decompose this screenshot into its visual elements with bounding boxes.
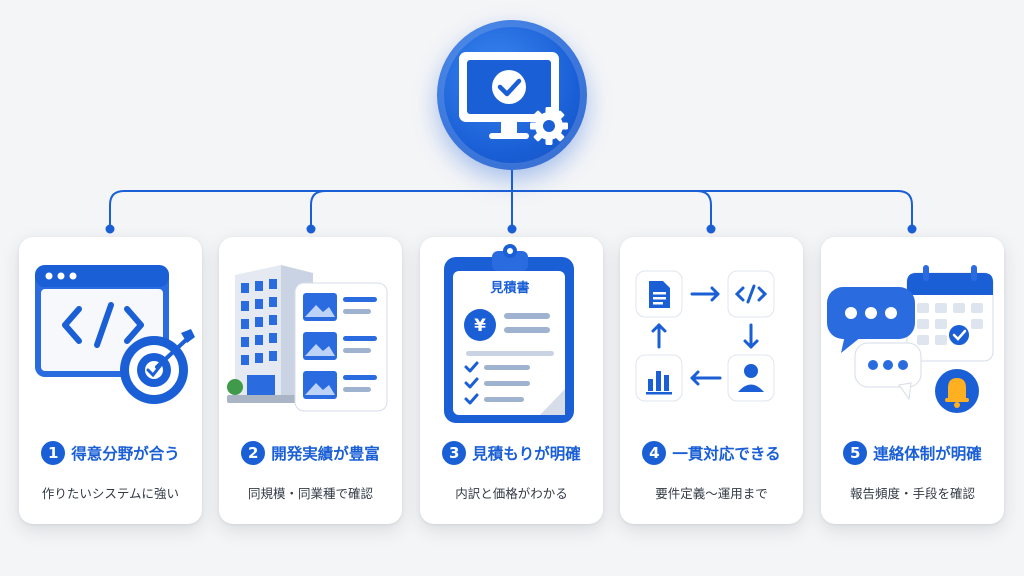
- card-title-row: 2 開発実績が豊富: [219, 437, 402, 469]
- card-title-row: 1 得意分野が合う: [19, 437, 202, 469]
- card-3: 見積書 ¥ 3 見積もりが明確 内訳と価格がわかる: [420, 237, 603, 524]
- card-title: 開発実績が豊富: [271, 445, 380, 463]
- card-title-row: 4 一貫対応できる: [620, 437, 803, 469]
- yen-symbol: ¥: [474, 316, 486, 336]
- card-title: 連絡体制が明確: [873, 445, 982, 463]
- card-description: 要件定義〜運用まで: [655, 486, 768, 501]
- monitor-check-gear-icon: [459, 52, 568, 145]
- hub-circle: [437, 20, 587, 170]
- card-description: 内訳と価格がわかる: [455, 486, 568, 501]
- connector-dot: [907, 224, 917, 234]
- code-window-target-icon: [35, 265, 195, 404]
- card-title: 見積もりが明確: [472, 445, 581, 463]
- card-description: 同規模・同業種で確認: [247, 486, 373, 501]
- card-5: 5 連絡体制が明確 報告頻度・手段を確認: [821, 237, 1004, 524]
- connector-dot: [507, 224, 517, 234]
- connector-dot: [706, 224, 716, 234]
- card-title-row: 3 見積もりが明確: [420, 437, 603, 469]
- step-number-badge: 3: [442, 441, 467, 465]
- step-number-badge: 1: [41, 441, 66, 465]
- step-number-badge: 5: [843, 441, 868, 465]
- clipboard-heading: 見積書: [489, 280, 529, 296]
- card-description: 作りたいシステムに強い: [41, 486, 180, 501]
- step-number-badge: 4: [642, 441, 667, 465]
- card-title: 一貫対応できる: [672, 445, 781, 463]
- workflow-cycle-icon: [635, 270, 775, 402]
- estimate-clipboard-icon: 見積書 ¥: [444, 244, 574, 423]
- card-2: 2 開発実績が豊富 同規模・同業種で確認: [219, 237, 402, 524]
- connector-dot: [105, 224, 115, 234]
- card-title: 得意分野が合う: [71, 445, 180, 463]
- card-title-row: 5 連絡体制が明確: [821, 437, 1004, 469]
- office-building-portfolio-icon: [227, 265, 388, 412]
- card-description: 報告頻度・手段を確認: [849, 486, 975, 501]
- card-4: 4 一貫対応できる 要件定義〜運用まで: [620, 237, 803, 524]
- card-1: 1 得意分野が合う 作りたいシステムに強い: [19, 237, 202, 524]
- connector-dot: [306, 224, 316, 234]
- step-number-badge: 2: [241, 441, 266, 465]
- chat-calendar-bell-icon: [827, 265, 994, 413]
